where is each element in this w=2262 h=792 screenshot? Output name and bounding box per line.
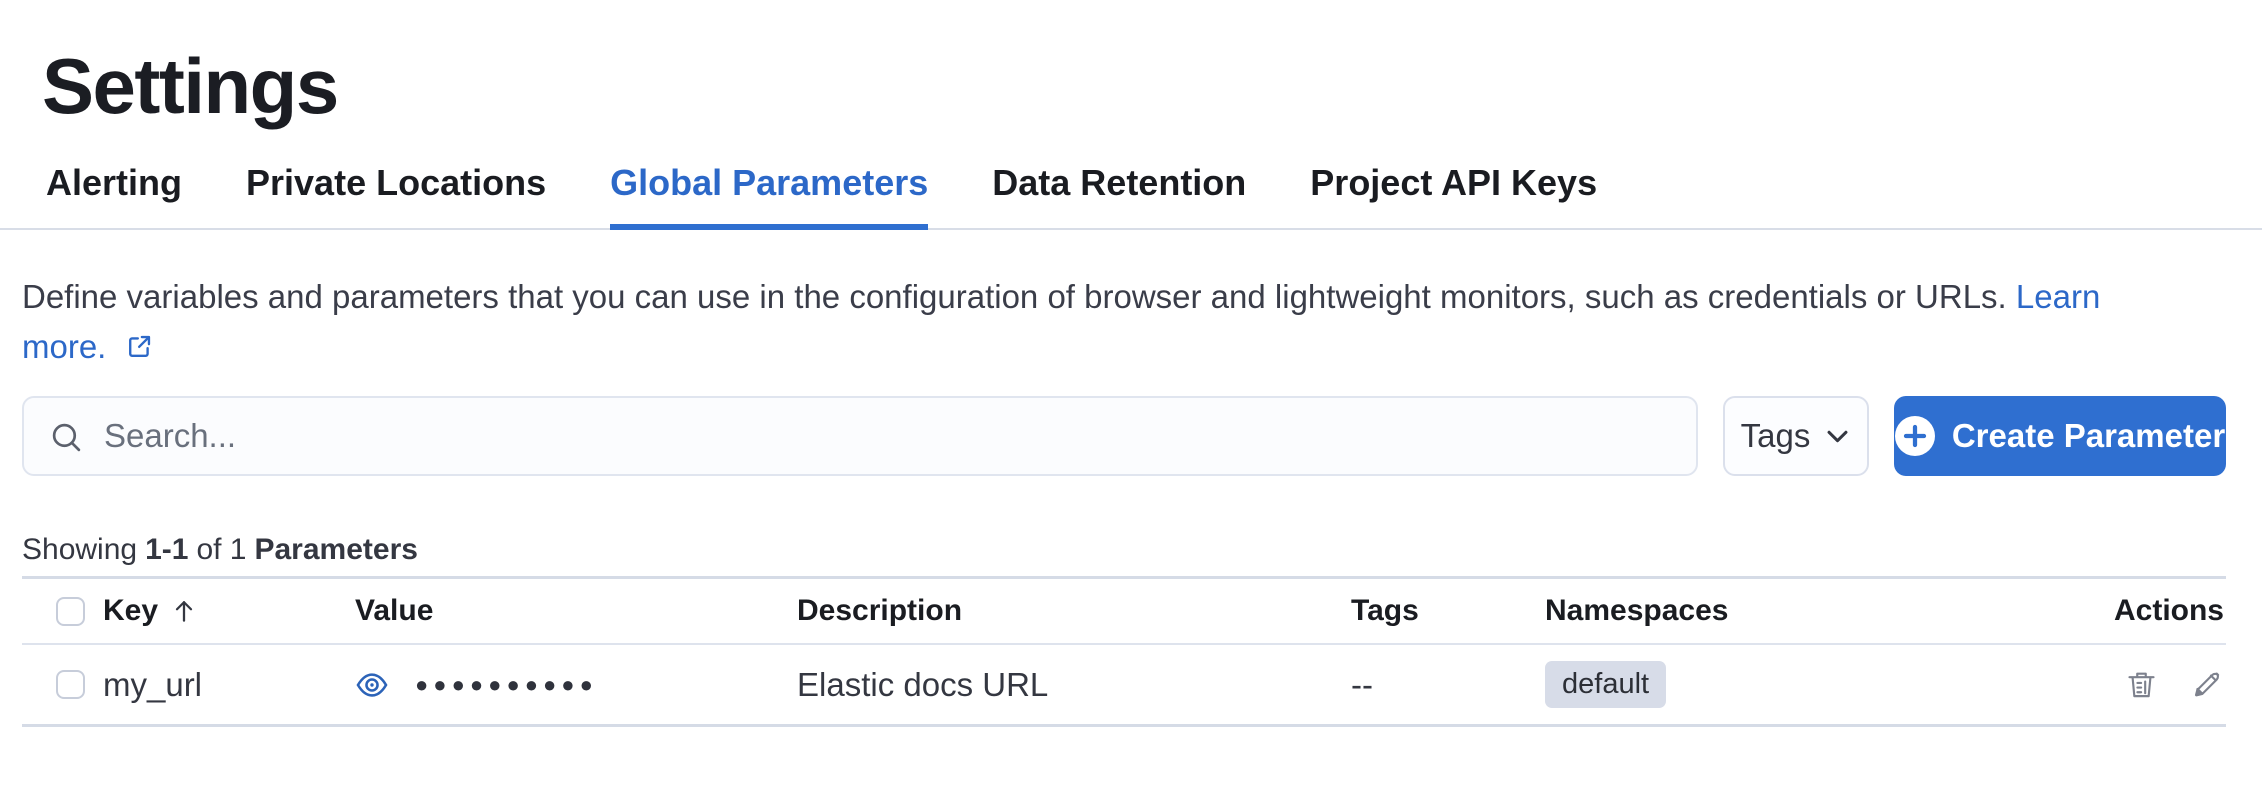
- page-title: Settings: [42, 42, 339, 130]
- delete-parameter-button[interactable]: [2126, 669, 2157, 700]
- pencil-icon: [2194, 672, 2220, 697]
- tab-global-parameters[interactable]: Global Parameters: [610, 162, 929, 230]
- tab-project-api-keys[interactable]: Project API Keys: [1310, 162, 1598, 203]
- masked-value: ●●●●●●●●●●: [415, 671, 598, 697]
- row-description: Elastic docs URL: [797, 665, 1049, 703]
- column-header-value: Value: [355, 594, 434, 627]
- eye-icon: [356, 672, 388, 697]
- column-header-description: Description: [797, 594, 963, 627]
- tags-filter-label: Tags: [1740, 417, 1811, 454]
- summary-range: 1-1: [145, 533, 189, 566]
- table-header-row: Key Value Description Tags Namespaces Ac…: [22, 579, 2226, 645]
- tags-filter-button[interactable]: Tags: [1723, 396, 1869, 476]
- summary-entity: Parameters: [254, 533, 418, 566]
- plus-in-circle-icon: [1894, 416, 1935, 456]
- namespace-badge: default: [1545, 661, 1667, 708]
- learn-more-link[interactable]: Learn more.: [22, 278, 2101, 365]
- row-value: ●●●●●●●●●●: [338, 668, 780, 702]
- summary-prefix: Showing: [22, 533, 138, 566]
- search-input[interactable]: [24, 398, 1696, 474]
- tab-private-locations[interactable]: Private Locations: [246, 162, 547, 203]
- row-tags: --: [1351, 665, 1373, 703]
- external-link-icon: [126, 324, 153, 357]
- tab-alerting[interactable]: Alerting: [46, 162, 183, 203]
- tab-data-retention[interactable]: Data Retention: [992, 162, 1247, 203]
- trash-icon: [2128, 672, 2155, 698]
- column-header-key[interactable]: Key: [86, 594, 338, 628]
- table-row: my_url ●●●●●●●●●● Elastic docs URL -- de…: [22, 645, 2226, 727]
- parameters-table: Key Value Description Tags Namespaces Ac…: [22, 576, 2226, 727]
- edit-parameter-button[interactable]: [2191, 669, 2222, 700]
- page-description: Define variables and parameters that you…: [22, 272, 2182, 372]
- description-text: Define variables and parameters that you…: [22, 278, 2007, 315]
- chevron-down-icon: [1827, 430, 1848, 442]
- column-header-namespaces: Namespaces: [1545, 594, 1729, 627]
- row-key: my_url: [103, 665, 203, 703]
- row-namespaces: default: [1528, 661, 2086, 708]
- row-checkbox-cell: [22, 670, 86, 699]
- settings-tabs: Alerting Private Locations Global Parame…: [0, 162, 2262, 230]
- column-header-actions: Actions: [2113, 594, 2224, 627]
- select-all-checkbox[interactable]: [56, 596, 85, 626]
- header-checkbox-cell: [22, 596, 86, 626]
- row-actions: [2086, 669, 2226, 700]
- column-header-key-label: Key: [103, 594, 159, 627]
- sort-ascending-arrow-icon: [175, 601, 193, 622]
- column-header-tags: Tags: [1351, 594, 1419, 627]
- row-checkbox[interactable]: [56, 670, 85, 699]
- search-field: [22, 396, 1698, 476]
- search-icon: [52, 423, 81, 452]
- summary-middle: of 1: [196, 533, 247, 566]
- create-parameter-label: Create Parameter: [1951, 417, 2226, 454]
- create-parameter-button[interactable]: Create Parameter: [1894, 396, 2226, 476]
- parameters-toolbar: Tags Create Parameter: [22, 396, 2226, 476]
- reveal-value-button[interactable]: [355, 668, 389, 702]
